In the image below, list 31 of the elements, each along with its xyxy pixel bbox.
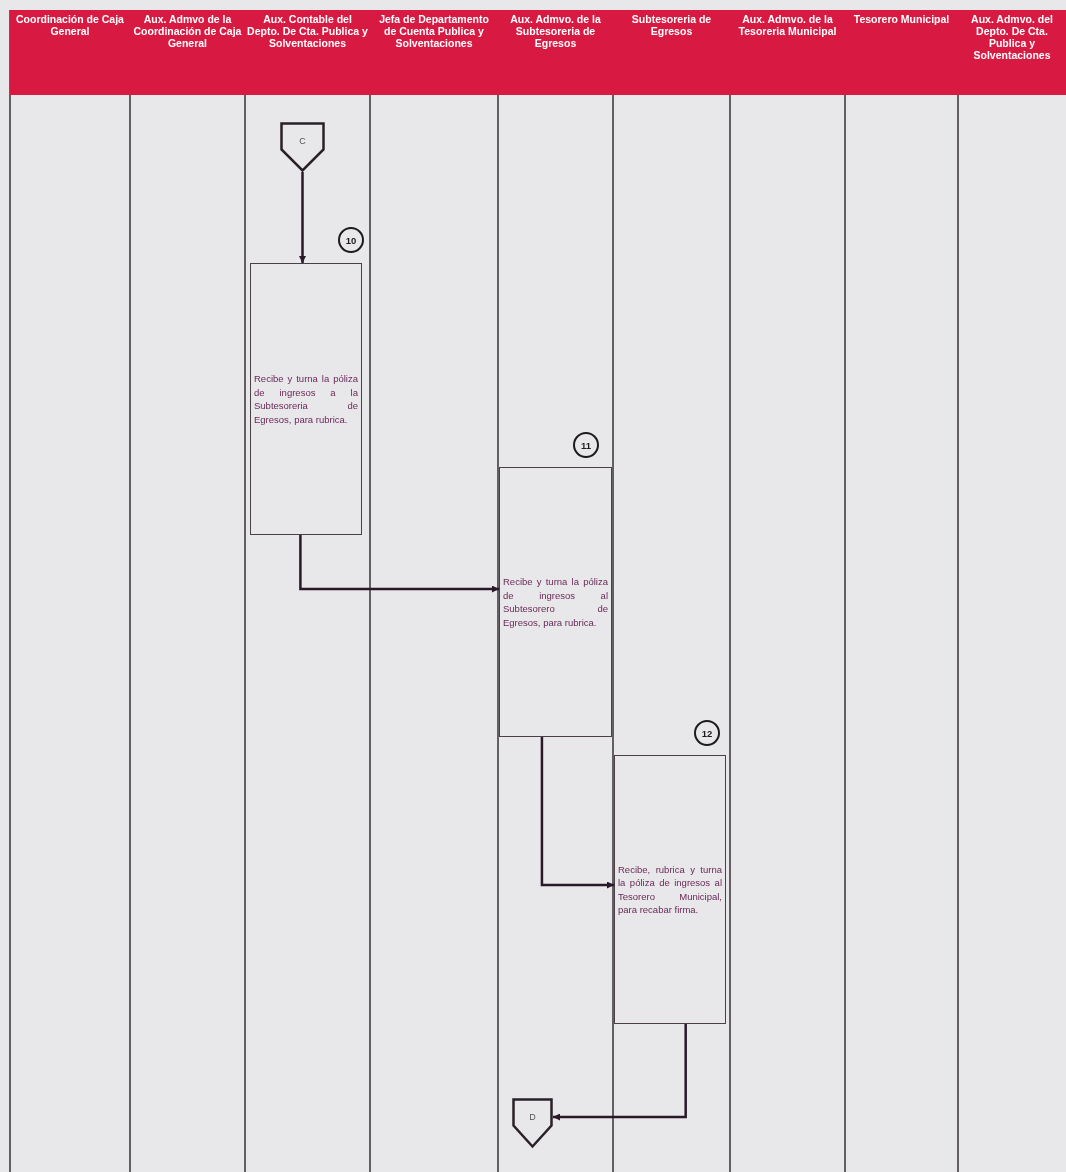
lane-title: Coordinación de Caja General [15,13,125,37]
lane-title: Aux. Admvo. de la Subtesoreria de Egresos [509,13,602,49]
process-box [250,263,362,535]
step-number: 12 [701,727,713,739]
process-box [499,467,612,737]
process-box [614,755,726,1024]
step-number: 10 [345,234,357,246]
connector-letter: D [528,1112,537,1122]
lane-header-cell [958,10,1066,95]
lane-header-cell [10,10,130,95]
lane-title: Aux. Admvo de la Coordinación de Caja General [132,13,243,49]
step-number-circle [338,227,364,253]
off-page-connector [280,122,325,172]
step-number-circle [573,432,599,458]
lane-title: Tesorero Municipal [852,13,951,25]
lane-title: Aux. Admvo. del Depto. De Cta. Publica y Solventaciones [970,13,1054,61]
arrow [299,172,306,263]
connector-letter: C [298,136,307,146]
arrow [540,737,614,889]
lane-title: Aux. Contable del Depto. De Cta. Publica y Solventaciones [247,13,368,49]
arrow [299,535,499,593]
lane-title: Aux. Admvo. de la Tesoreria Municipal [737,13,838,37]
arrow [553,1024,687,1121]
off-page-connector [512,1098,553,1148]
lane-title: Subtesoreria de Egresos [630,13,713,37]
step-number: 11 [580,439,591,451]
step-description: Recibe, rubrica y turna la póliza de ingresos al Tesorero Municipal, para recabar firma. [618,862,722,917]
step-description: Recibe y turna la póliza de ingresos al Subtesorero de Egresos, para rubrica. [503,575,608,629]
step-number-circle [694,720,720,746]
step-description: Recibe y turna la póliza de ingresos a la Subtesoreria de Egresos, para rubrica. [254,372,358,426]
lane-title: Jefa de Departamento de Cuenta Publica y Solventaciones [378,13,490,49]
